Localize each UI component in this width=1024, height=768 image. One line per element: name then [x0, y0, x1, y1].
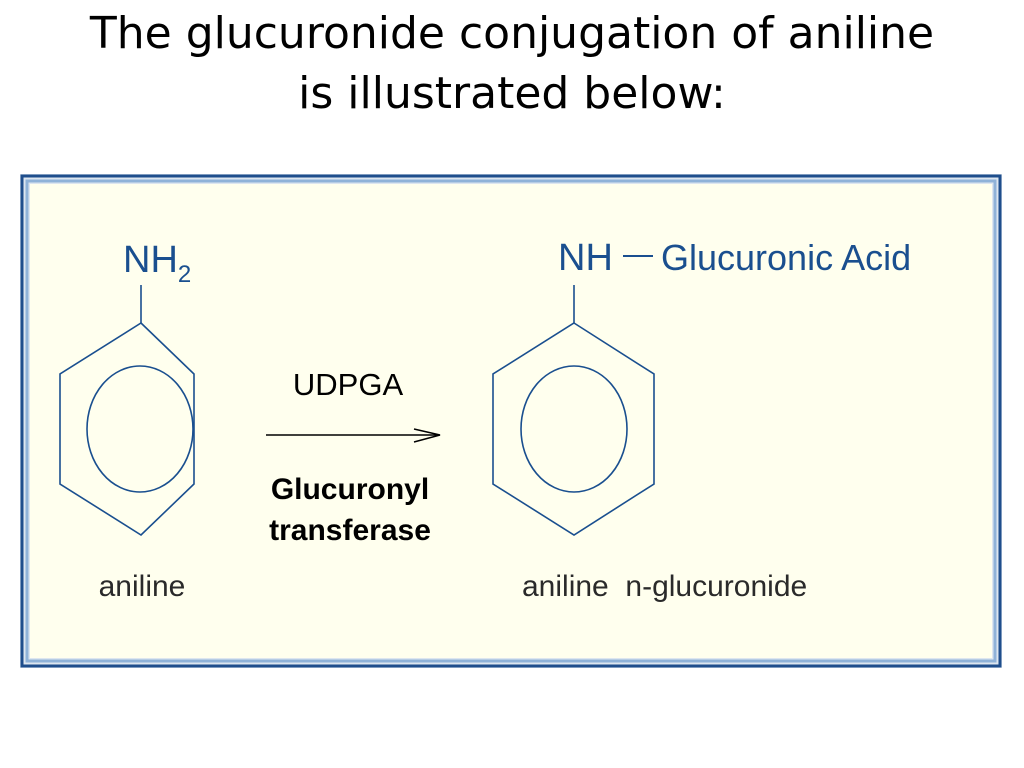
diagram-background: [30, 184, 992, 658]
frame-border: [20, 174, 1002, 668]
glucuronic-acid-label: Glucuronic Acid: [661, 237, 911, 278]
aniline-benzene-ring: [59, 321, 195, 537]
frame-inner-border: [25, 179, 997, 663]
amino-group-subscript: 2: [178, 261, 191, 288]
aniline-aromatic-circle: [86, 365, 194, 493]
enzyme-label-line-1: Glucuronyl: [271, 473, 429, 506]
slide-title: The glucuronide conjugation of aniline i…: [0, 4, 1024, 124]
slide-title-line-1: The glucuronide conjugation of aniline: [89, 8, 935, 59]
reaction-arrow: [266, 428, 441, 443]
reaction-diagram: NH2 aniline UDPGA Glucuronyl transferase…: [20, 174, 1002, 668]
enzyme-label-line-2: transferase: [269, 514, 431, 547]
imino-group-label: NH: [558, 237, 613, 279]
slide-title-line-2: is illustrated below:: [298, 68, 726, 119]
product-aromatic-circle: [520, 365, 628, 493]
glucuronide-structure: NH Glucuronic Acid: [492, 237, 911, 536]
product-name: aniline n-glucuronide: [522, 570, 807, 603]
reagent-label: UDPGA: [293, 367, 404, 402]
aniline-structure: NH2: [59, 239, 195, 537]
reaction-figure: NH2 aniline UDPGA Glucuronyl transferase…: [20, 174, 1002, 668]
amino-group-symbol: NH: [123, 239, 178, 281]
amino-group-label: NH2: [123, 239, 191, 288]
reactant-name: aniline: [99, 570, 186, 603]
reaction-arrow-head: [413, 428, 441, 443]
product-benzene-ring: [492, 322, 655, 536]
